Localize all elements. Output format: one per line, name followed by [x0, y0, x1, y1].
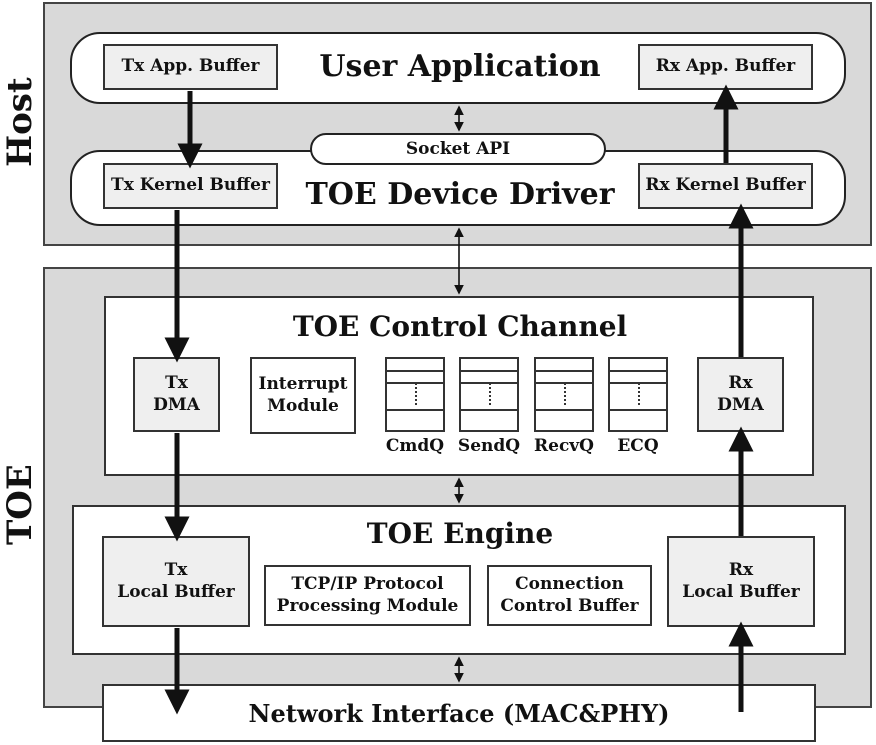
connection-line-2: Control Buffer [500, 595, 639, 616]
interrupt-module-line-2: Module [267, 395, 339, 416]
tcpip-line-2: Processing Module [276, 595, 459, 616]
socket-api: Socket API [310, 133, 606, 165]
interrupt-module: Interrupt Module [250, 357, 356, 434]
rx-local-buffer-line-2: Local Buffer [682, 581, 800, 602]
tx-app-buffer: Tx App. Buffer [103, 44, 278, 90]
control-channel-title: TOE Control Channel [292, 310, 628, 343]
tcpip-processing-module: TCP/IP Protocol Processing Module [264, 565, 471, 626]
rx-dma-line-2: DMA [717, 394, 764, 415]
rx-dma-line-1: Rx [728, 373, 753, 394]
tx-dma-line-1: Tx [165, 373, 188, 394]
engine-title: TOE Engine [366, 517, 554, 550]
network-interface: Network Interface (MAC&PHY) [102, 684, 816, 742]
rx-kernel-buffer: Rx Kernel Buffer [638, 163, 813, 209]
queue-recvq [534, 357, 594, 432]
tx-local-buffer-line-2: Local Buffer [117, 581, 235, 602]
rx-local-buffer-line-1: Rx [728, 560, 754, 581]
connection-line-1: Connection [515, 574, 624, 595]
queue-sendq [459, 357, 519, 432]
queue-label-ecq: ECQ [617, 436, 659, 456]
queue-label-cmdq: CmdQ [385, 436, 445, 456]
user-application-title: User Application [319, 49, 601, 84]
queue-ecq [608, 357, 668, 432]
queue-label-sendq: SendQ [457, 436, 521, 456]
queue-cmdq [385, 357, 445, 432]
tx-kernel-buffer: Tx Kernel Buffer [103, 163, 278, 209]
rx-app-buffer: Rx App. Buffer [638, 44, 813, 90]
interrupt-module-line-1: Interrupt [258, 374, 348, 395]
tx-dma-line-2: DMA [153, 394, 200, 415]
connection-control-buffer: Connection Control Buffer [487, 565, 652, 626]
tcpip-line-1: TCP/IP Protocol [291, 574, 444, 595]
device-driver-title: TOE Device Driver [305, 177, 615, 212]
tx-dma: Tx DMA [133, 357, 220, 432]
rx-dma: Rx DMA [697, 357, 784, 432]
tx-local-buffer-line-1: Tx [164, 560, 188, 581]
queue-label-recvq: RecvQ [534, 436, 594, 456]
